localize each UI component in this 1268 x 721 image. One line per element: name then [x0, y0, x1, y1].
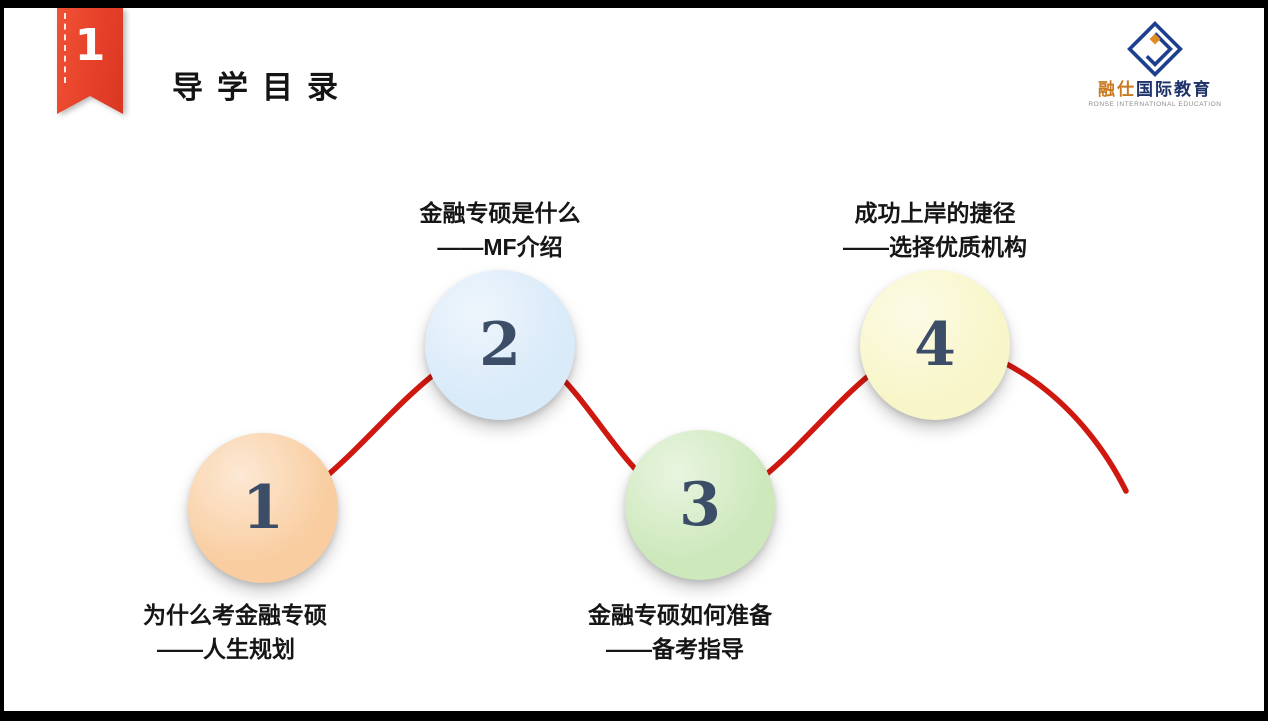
logo-diamond-icon: [1127, 21, 1183, 77]
step-label-4-line2: ——选择优质机构: [843, 234, 1027, 260]
step-label-2-line1: 金融专硕是什么: [419, 200, 581, 226]
chapter-ribbon-shape: 1: [57, 8, 123, 114]
step-circle-2: 2: [425, 270, 575, 420]
step-circle-1: 1: [188, 433, 338, 583]
step-number-2: 2: [479, 310, 521, 380]
logo-name-cn: 融仕国际教育: [1070, 80, 1240, 100]
page-title: 导学目录: [172, 70, 352, 105]
chapter-ribbon: 1: [57, 8, 123, 114]
step-label-3-line2: ——备考指导: [606, 636, 744, 662]
step-label-4: 成功上岸的捷径 ——选择优质机构: [750, 196, 1120, 264]
brand-logo: 融仕国际教育 RONSE INTERNATIONAL EDUCATION: [1070, 20, 1240, 108]
step-label-3-line1: 金融专硕如何准备: [588, 602, 772, 628]
step-number-4: 4: [914, 310, 956, 380]
step-label-2-line2: ——MF介绍: [437, 234, 563, 260]
step-label-1: 为什么考金融专硕 ——人生规划: [143, 598, 327, 666]
slide: 1 导学目录 融仕国际教育 RONSE INTERNATIONAL EDUCAT…: [4, 8, 1264, 711]
step-label-1-line2: ——人生规划: [157, 636, 295, 662]
step-circle-3: 3: [625, 430, 775, 580]
chapter-number: 1: [74, 20, 106, 71]
logo-subtitle: RONSE INTERNATIONAL EDUCATION: [1088, 101, 1222, 108]
step-label-2: 金融专硕是什么 ——MF介绍: [350, 196, 650, 264]
step-label-3: 金融专硕如何准备 ——备考指导: [588, 598, 772, 666]
logo-name-part2: 国际教育: [1136, 80, 1212, 99]
ribbon-dashed-line: [64, 13, 66, 83]
step-number-3: 3: [679, 470, 721, 540]
logo-name-part1: 融仕: [1098, 80, 1136, 99]
step-label-4-line1: 成功上岸的捷径: [854, 200, 1016, 226]
step-label-1-line1: 为什么考金融专硕: [143, 602, 327, 628]
step-circle-4: 4: [860, 270, 1010, 420]
step-number-1: 1: [242, 473, 284, 543]
